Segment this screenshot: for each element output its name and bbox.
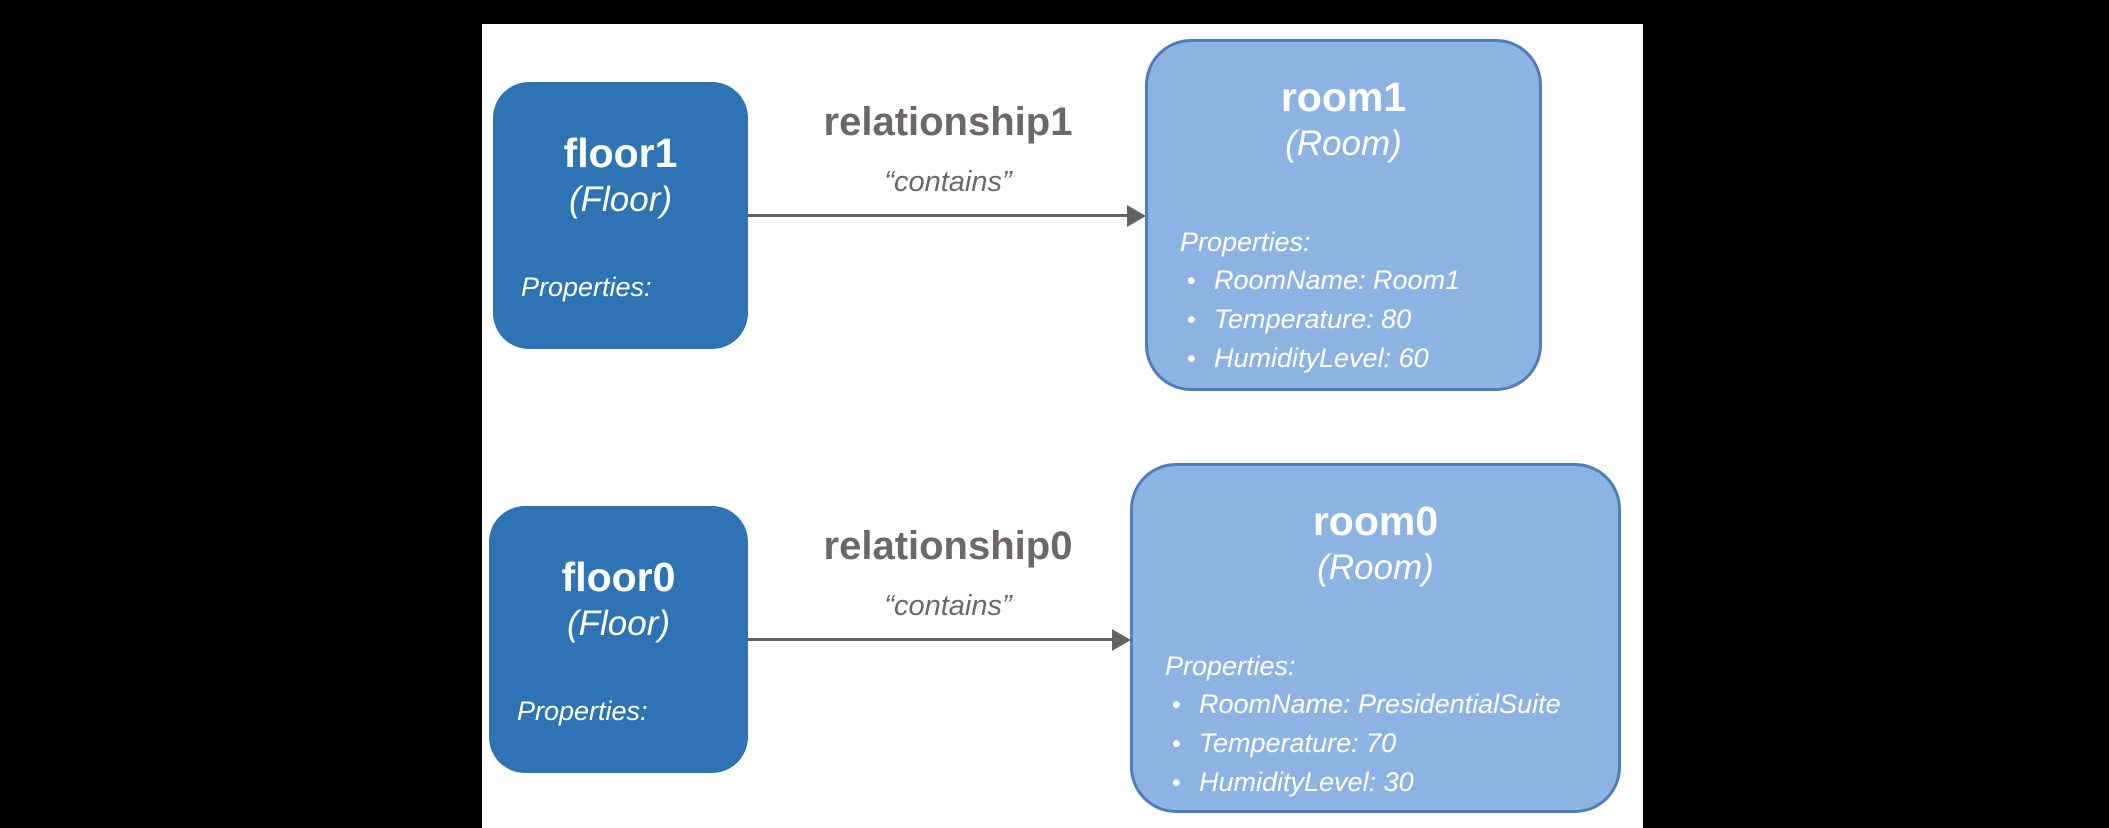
entity-title: floor0 (561, 554, 676, 600)
entity-room1: room1 (Room) Properties: • RoomName: Roo… (1145, 39, 1542, 391)
entity-floor0: floor0 (Floor) Properties: (489, 506, 748, 773)
property-text: HumidityLevel: 60 (1214, 342, 1429, 373)
properties-label: Properties: (517, 696, 648, 726)
relationship-predicate: “contains” (884, 590, 1012, 622)
bullet-icon: • (1172, 768, 1181, 797)
entity-floor1: floor1 (Floor) Properties: (493, 82, 748, 349)
property-item: • HumidityLevel: 60 (1180, 339, 1529, 378)
properties-label: Properties: (521, 272, 652, 302)
entity-model: (Floor) (568, 180, 673, 220)
property-text: Temperature: 70 (1199, 727, 1397, 758)
entity-title: room1 (1280, 74, 1407, 120)
arrow-head-icon (1127, 205, 1146, 227)
entity-room0: room0 (Room) Properties: • RoomName: Pre… (1130, 463, 1621, 813)
properties-list: Properties: • RoomName: Room1 • Temperat… (1148, 223, 1539, 378)
properties-label: Properties: (1180, 226, 1311, 257)
bullet-icon: • (1187, 344, 1196, 373)
property-item: • Temperature: 70 (1165, 724, 1608, 763)
bullet-icon: • (1187, 266, 1196, 295)
property-item: • RoomName: Room1 (1180, 261, 1529, 300)
property-text: Temperature: 80 (1214, 303, 1412, 334)
entity-title: room0 (1312, 498, 1439, 544)
property-text: RoomName: Room1 (1214, 264, 1461, 295)
entity-title: floor1 (563, 130, 678, 176)
properties-label: Properties: (1165, 650, 1296, 681)
diagram-canvas: floor1 (Floor) Properties: relationship1… (482, 24, 1643, 828)
entity-model: (Floor) (566, 604, 671, 644)
property-item: • HumidityLevel: 30 (1165, 763, 1608, 802)
relationship-predicate: “contains” (884, 166, 1012, 198)
properties-list: Properties: • RoomName: PresidentialSuit… (1133, 647, 1618, 802)
arrow-line (748, 214, 1129, 217)
entity-model: (Room) (1285, 124, 1402, 164)
entity-model: (Room) (1317, 548, 1434, 588)
arrow-head-icon (1112, 629, 1131, 651)
bullet-icon: • (1187, 305, 1196, 334)
bullet-icon: • (1172, 729, 1181, 758)
property-item: • RoomName: PresidentialSuite (1165, 685, 1608, 724)
bullet-icon: • (1172, 690, 1181, 719)
relationship-label: relationship0 (823, 524, 1073, 568)
property-text: RoomName: PresidentialSuite (1199, 688, 1561, 719)
property-text: HumidityLevel: 30 (1199, 766, 1414, 797)
arrow-line (748, 638, 1114, 641)
relationship-label: relationship1 (823, 100, 1073, 144)
property-item: • Temperature: 80 (1180, 300, 1529, 339)
